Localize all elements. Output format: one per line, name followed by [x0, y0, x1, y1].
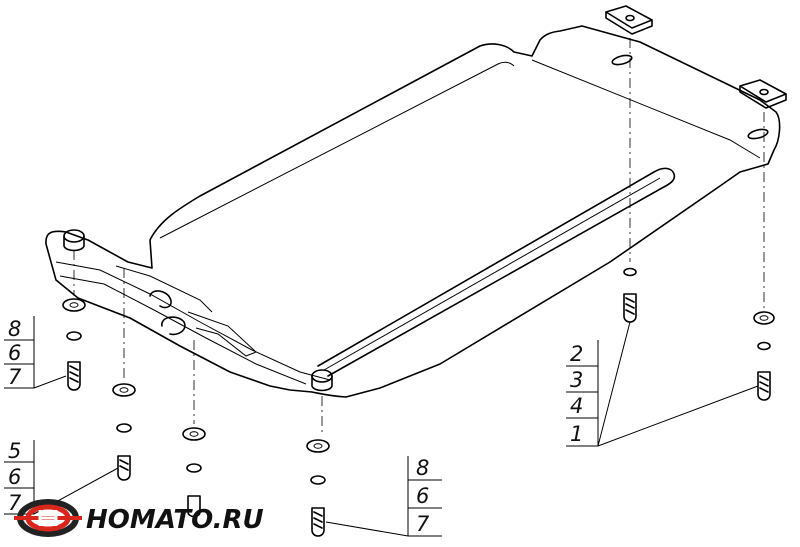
callout-label: 3 [570, 368, 583, 392]
washer-large-hole [759, 315, 769, 321]
stiffening-rib [317, 167, 676, 377]
callout-label: 7 [8, 491, 22, 515]
bolt [757, 371, 771, 401]
plate-front-lip-lower [59, 275, 307, 385]
front-bracket-2 [115, 265, 213, 313]
bolt [67, 361, 81, 391]
logo-text: HOMATO.RU [86, 505, 264, 535]
callout-label: 5 [8, 439, 21, 463]
spacer-bosses [63, 229, 333, 392]
callout-label: 8 [416, 456, 429, 480]
nut-plate-2-side [739, 85, 787, 109]
callout-label: 6 [416, 484, 429, 508]
bolt [311, 507, 325, 537]
stiffening-rib-inner [323, 177, 661, 371]
lock-washer [757, 341, 771, 351]
washer-large [62, 298, 86, 312]
axis-lines [73, 38, 765, 436]
plate-inner-top-edge [531, 59, 761, 159]
logo-h-icon [38, 510, 58, 526]
callout-right: 2 3 4 1 [566, 321, 759, 447]
nut-plate-1-hole [625, 14, 635, 22]
fastener-stack-left-bottom [112, 383, 136, 481]
nut-plate-1-side [605, 11, 653, 35]
front-bracket [187, 311, 257, 357]
plate-outline [45, 25, 781, 398]
callout-label: 2 [570, 342, 583, 366]
callout-label: 4 [570, 394, 583, 418]
washer-large [112, 383, 136, 397]
washer-large-hole [69, 302, 79, 308]
callout-left-bottom: 5 6 7 [4, 439, 119, 515]
bolt [187, 495, 201, 518]
lock-washer [623, 267, 637, 277]
callout-label: 7 [8, 365, 22, 389]
lock-washer [310, 475, 326, 485]
lock-washer [116, 423, 132, 433]
lock-washer [186, 463, 202, 473]
callout-center-bottom: 8 6 7 [325, 456, 442, 537]
front-round-hole [161, 316, 186, 336]
mounting-slot-right [747, 128, 769, 140]
top-nut-plates [605, 5, 787, 109]
fastener-stack-mid [182, 427, 206, 518]
lock-washer [66, 331, 82, 341]
fastener-stack-left-top [62, 298, 86, 391]
washer-large [753, 311, 775, 325]
boss-left [63, 229, 85, 243]
callout-label: 8 [8, 317, 21, 341]
washer-large [306, 439, 330, 453]
callout-label: 6 [8, 465, 21, 489]
plate-front-lip [55, 261, 331, 381]
washer-large-hole [313, 443, 323, 449]
nut-plate-1 [605, 5, 653, 29]
bolt [623, 293, 637, 323]
mounting-slot-top [611, 54, 633, 66]
callout-left-top: 8 6 7 [4, 316, 67, 389]
skid-plate [45, 25, 781, 398]
front-slot-hole [149, 290, 172, 309]
fastener-stack-right-center [623, 267, 637, 323]
washer-large [182, 427, 206, 441]
bolt [117, 455, 131, 481]
boss-center-body [311, 375, 333, 392]
nut-plate-2 [739, 79, 787, 103]
nut-plate-2-hole [759, 88, 769, 96]
fastener-stack-center [306, 439, 330, 537]
callout-label: 7 [416, 512, 430, 536]
callout-label: 6 [8, 341, 21, 365]
logo: HOMATO.RU [14, 499, 264, 537]
plate-inner-left-edge [159, 61, 515, 239]
washer-large-hole [189, 431, 199, 437]
fastener-stack-right [753, 311, 775, 401]
callout-label: 1 [570, 422, 583, 446]
washer-large-hole [119, 387, 129, 393]
